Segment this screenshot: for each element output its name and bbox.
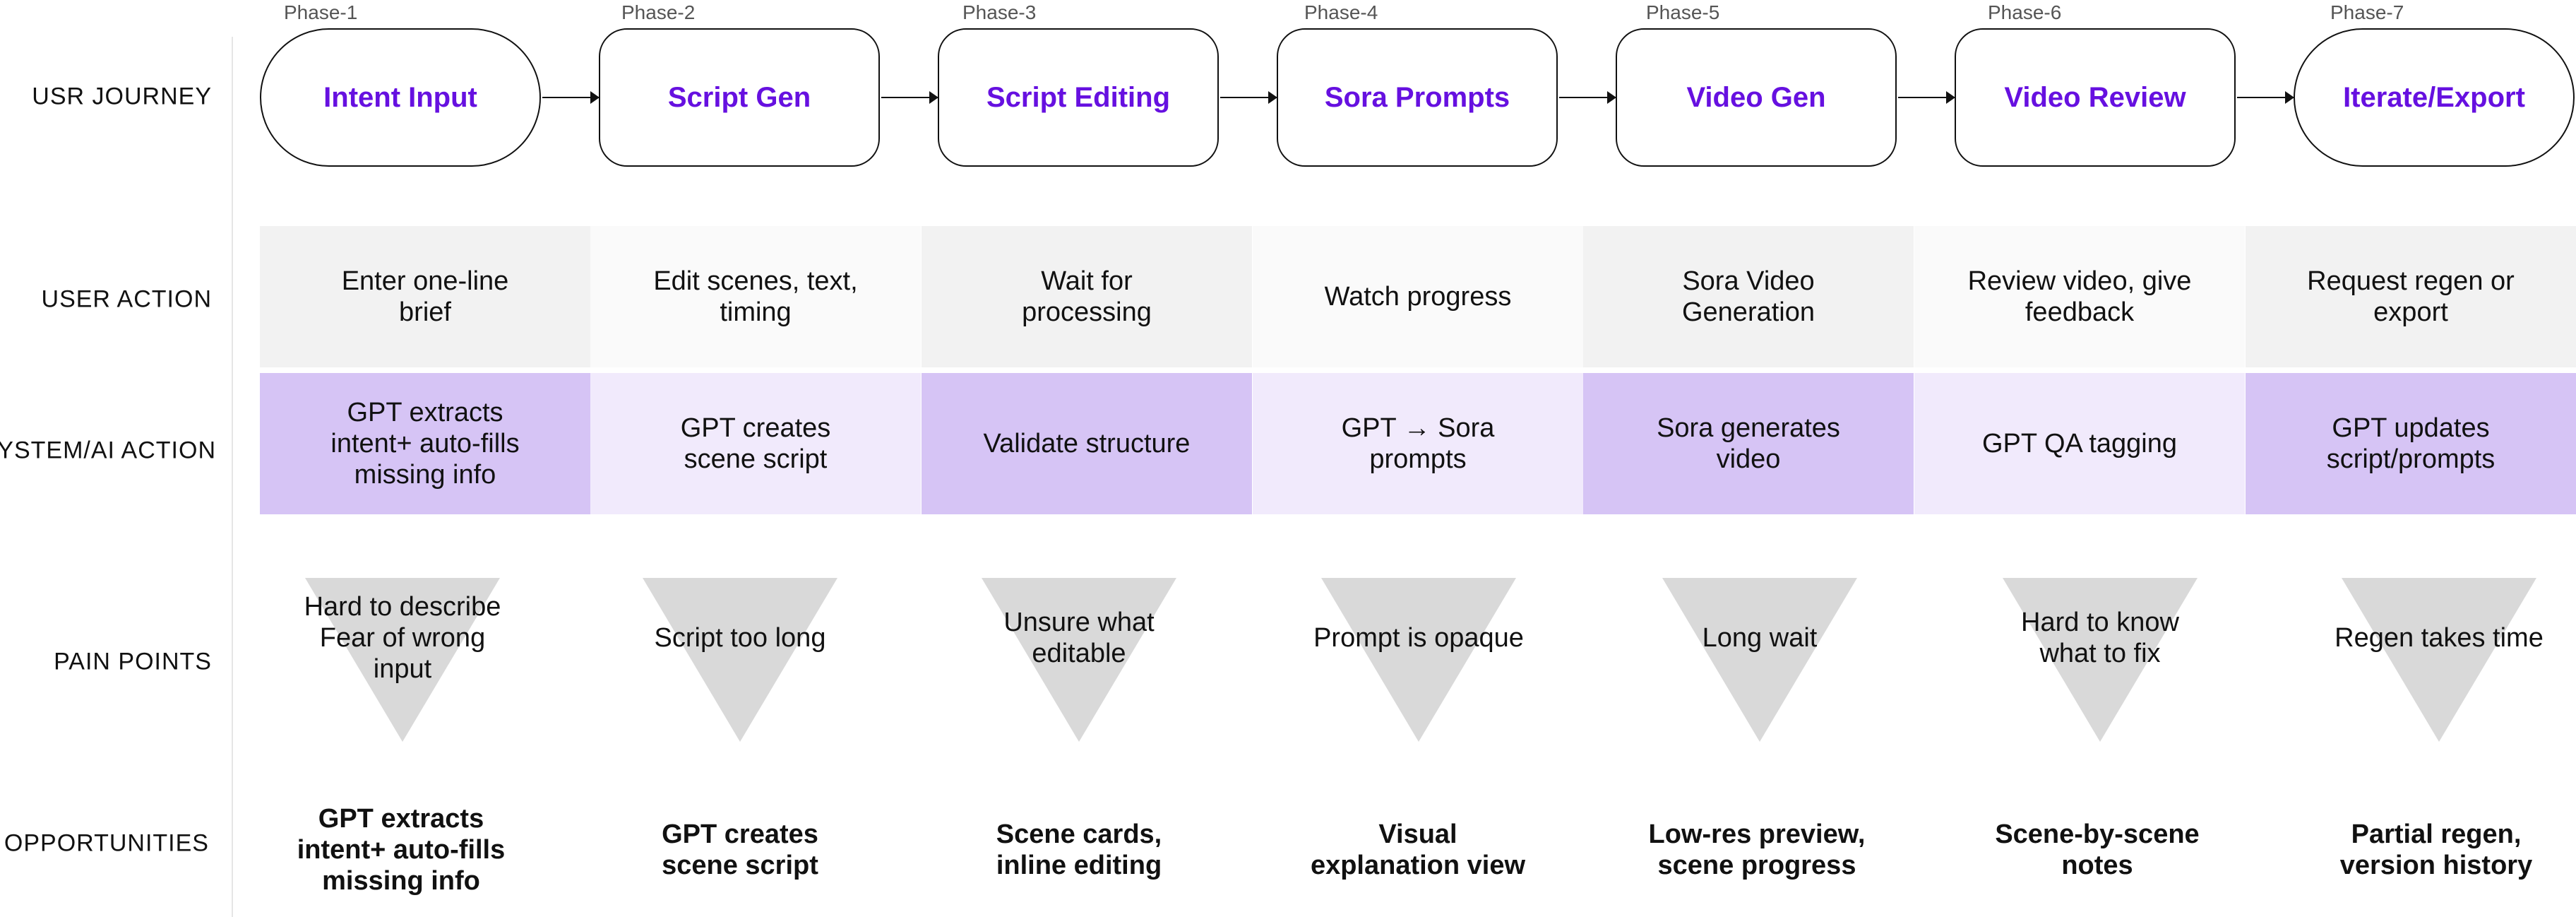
system-action-cell: GPT → Sora prompts <box>1253 373 1583 514</box>
system-action-text: GPT QA tagging <box>1981 429 2178 458</box>
row-label-opportunities: OPPORTUNITIES <box>4 829 209 857</box>
system-action-cell: GPT creates scene script <box>590 373 921 514</box>
journey-step-video-gen: Video Gen <box>1616 28 1897 167</box>
pain-point-text: Long wait <box>1702 623 1818 653</box>
system-action-cell: Sora generates video <box>1583 373 1914 514</box>
pain-point-text: Hard to describe Fear of wrong input <box>304 592 501 684</box>
opportunity-text: Scene cards, inline editing <box>996 820 1162 880</box>
opportunity-text: GPT creates scene script <box>662 820 818 880</box>
user-action-cell: Enter one-line brief <box>260 226 590 367</box>
user-action-cell: Wait for processing <box>922 226 1252 367</box>
system-action-text: GPT → Sora prompts <box>1341 413 1495 474</box>
journey-step-label: Script Editing <box>986 81 1170 113</box>
pain-point: Prompt is opaque <box>1253 578 1584 742</box>
user-action-text: Enter one-line brief <box>341 266 509 327</box>
journey-step-label: Video Gen <box>1686 81 1826 113</box>
system-action-cell: GPT updates script/prompts <box>2246 373 2576 514</box>
system-action-text: GPT extracts intent+ auto-fills missing … <box>330 398 520 490</box>
phase-label: Phase-1 <box>284 1 358 23</box>
opportunity-cell: Visual explanation view <box>1253 797 1583 903</box>
opportunity-cell: Scene cards, inline editing <box>914 797 1244 903</box>
row-label-journey: USR JOURNEY <box>32 83 212 110</box>
user-action-cell: Edit scenes, text, timing <box>590 226 921 367</box>
system-action-text: Validate structure <box>983 429 1191 458</box>
pain-point: Long wait <box>1594 578 1925 742</box>
row-label-system: SYSTEM/AI ACTION <box>0 437 216 464</box>
opportunity-text: GPT extracts intent+ auto-fills missing … <box>297 804 506 896</box>
user-action-text: Review video, give feedback <box>1967 266 2192 327</box>
journey-step-intent-input: Intent Input <box>260 28 541 167</box>
journey-step-script-gen: Script Gen <box>599 28 880 167</box>
pain-point: Script too long <box>575 578 905 742</box>
system-action-text: GPT creates scene script <box>680 413 831 474</box>
pain-point-text: Unsure what editable <box>1003 608 1155 668</box>
system-action-text: GPT updates script/prompts <box>2326 413 2496 474</box>
journey-step-video-review: Video Review <box>1955 28 2236 167</box>
journey-step-sora-prompts: Sora Prompts <box>1277 28 1558 167</box>
user-action-cell: Sora Video Generation <box>1583 226 1914 367</box>
phase-label: Phase-3 <box>962 1 1037 23</box>
flow-arrow <box>1898 91 1955 104</box>
opportunity-text: Visual explanation view <box>1310 820 1526 880</box>
pain-triangle <box>305 578 500 742</box>
flow-arrow <box>2237 91 2294 104</box>
system-action-cell: GPT extracts intent+ auto-fills missing … <box>260 373 590 514</box>
pain-triangle <box>982 578 1176 742</box>
pain-point-text: Hard to know what to fix <box>2021 608 2179 668</box>
phase-label: Phase-2 <box>621 1 696 23</box>
pain-point: Unsure what editable <box>914 578 1244 742</box>
pain-point: Hard to know what to fix <box>1935 578 2265 742</box>
opportunity-text: Scene-by-scene notes <box>1995 820 2200 880</box>
journey-step-label: Video Review <box>2004 81 2186 113</box>
journey-step-label: Script Gen <box>667 81 811 113</box>
system-action-cell: GPT QA tagging <box>1914 373 2245 514</box>
opportunity-cell: Low-res preview, scene progress <box>1592 797 1922 903</box>
system-action-text: Sora generates video <box>1657 413 1840 474</box>
pain-triangle <box>2342 578 2536 742</box>
phase-label: Phase-5 <box>1646 1 1720 23</box>
opportunity-cell: Scene-by-scene notes <box>1932 797 2262 903</box>
system-action-cell: Validate structure <box>922 373 1252 514</box>
pain-triangle <box>2003 578 2198 742</box>
pain-triangle <box>1662 578 1857 742</box>
journey-step-label: Sora Prompts <box>1324 81 1510 113</box>
phase-label: Phase-4 <box>1304 1 1378 23</box>
flow-arrow <box>1220 91 1277 104</box>
phase-label: Phase-7 <box>2330 1 2404 23</box>
user-action-text: Sora Video Generation <box>1681 266 1815 327</box>
user-action-text: Request regen or export <box>2307 266 2515 327</box>
opportunity-text: Partial regen, version history <box>2339 820 2533 880</box>
journey-step-iterate-export: Iterate/Export <box>2294 28 2575 167</box>
journey-step-label: Intent Input <box>323 81 477 113</box>
user-action-text: Watch progress <box>1324 282 1512 312</box>
row-label-user-action: USER ACTION <box>41 285 212 313</box>
opportunity-cell: Partial regen, version history <box>2271 797 2576 903</box>
row-label-pain: PAIN POINTS <box>54 648 212 675</box>
pain-point-text: Prompt is opaque <box>1313 623 1524 653</box>
flow-arrow <box>1559 91 1616 104</box>
pain-point-text: Script too long <box>654 623 826 653</box>
pain-point-text: Regen takes time <box>2334 623 2544 653</box>
flow-arrow <box>881 91 938 104</box>
pain-point: Regen takes time <box>2274 578 2576 742</box>
opportunity-cell: GPT extracts intent+ auto-fills missing … <box>236 797 566 903</box>
flow-arrow <box>542 91 600 104</box>
opportunity-cell: GPT creates scene script <box>575 797 905 903</box>
phase-label: Phase-6 <box>1988 1 2062 23</box>
journey-step-label: Iterate/Export <box>2343 81 2525 113</box>
user-action-cell: Review video, give feedback <box>1914 226 2245 367</box>
user-action-cell: Watch progress <box>1253 226 1583 367</box>
user-action-text: Edit scenes, text, timing <box>653 266 858 327</box>
pain-triangle <box>643 578 837 742</box>
user-action-text: Wait for processing <box>1022 266 1152 327</box>
journey-step-script-editing: Script Editing <box>938 28 1219 167</box>
pain-point: Hard to describe Fear of wrong input <box>237 578 568 742</box>
user-action-cell: Request regen or export <box>2246 226 2576 367</box>
pain-triangle <box>1321 578 1516 742</box>
opportunity-text: Low-res preview, scene progress <box>1648 820 1866 880</box>
row-label-divider <box>232 37 233 917</box>
